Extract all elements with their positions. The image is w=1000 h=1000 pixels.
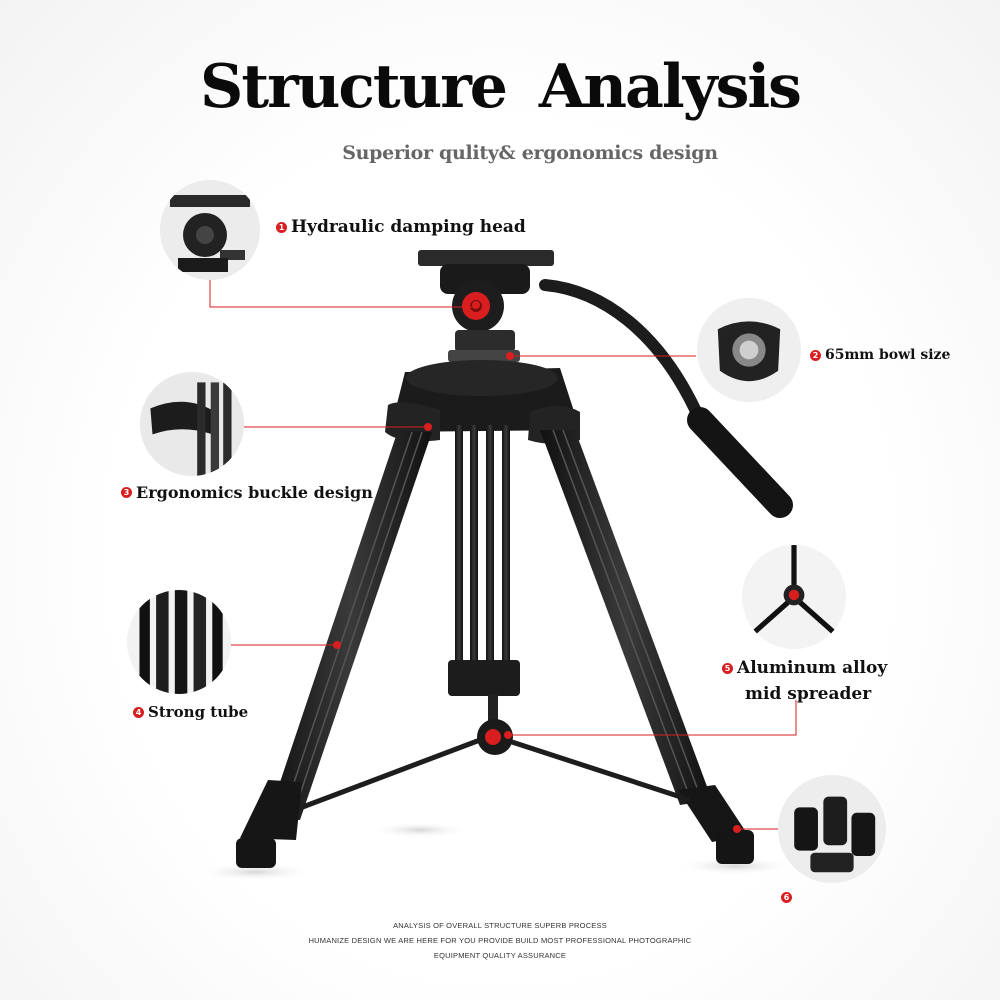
buckle-closeup-image: [140, 372, 244, 476]
callout-5-label-line2: mid spreader: [745, 684, 871, 704]
callout-2-label: 2 65mm bowl size: [810, 347, 950, 363]
page-title: Structure Analysis: [200, 52, 802, 122]
callout-3-number: 3: [121, 487, 132, 498]
callout-4-label: 4 Strong tube: [133, 703, 248, 721]
callout-5-label: 5 Aluminum alloy: [722, 658, 887, 678]
footer-line-2: HUMANIZE DESIGN WE ARE HERE FOR YOU PROV…: [308, 936, 692, 945]
callout-5-text-line2: mid spreader: [745, 684, 872, 704]
callout-3-text: Ergonomics buckle design: [136, 483, 373, 502]
callout-2-text: 65mm bowl size: [825, 347, 951, 363]
bowl-closeup-image: [697, 298, 801, 402]
callout-1-label: 1 Hydraulic damping head: [276, 217, 526, 237]
tube-closeup-image: [127, 590, 231, 694]
spreader-closeup-image: [742, 545, 846, 649]
callout-5-text-line1: Aluminum alloy: [737, 658, 888, 678]
callout-5-number: 5: [722, 662, 733, 674]
footer-line-3: EQUIPMENT QUALITY ASSURANCE: [433, 951, 567, 960]
callout-1-number: 1: [276, 221, 287, 233]
callout-2-number: 2: [810, 349, 821, 361]
page-subtitle: Superior qulity& ergonomics design: [342, 142, 718, 164]
callout-3-label: 3 Ergonomics buckle design: [121, 483, 373, 502]
footer-line-1: ANALYSIS OF OVERALL STRUCTURE SUPERB PRO…: [393, 921, 607, 930]
callout-6-label: 6: [781, 892, 796, 903]
callout-1-text: Hydraulic damping head: [291, 217, 526, 237]
callout-4-number: 4: [133, 706, 144, 718]
callout-6-number: 6: [781, 892, 792, 903]
callout-4-text: Strong tube: [148, 703, 249, 721]
feet-closeup-image: [778, 775, 886, 883]
fluid-head-closeup-image: [160, 180, 260, 280]
